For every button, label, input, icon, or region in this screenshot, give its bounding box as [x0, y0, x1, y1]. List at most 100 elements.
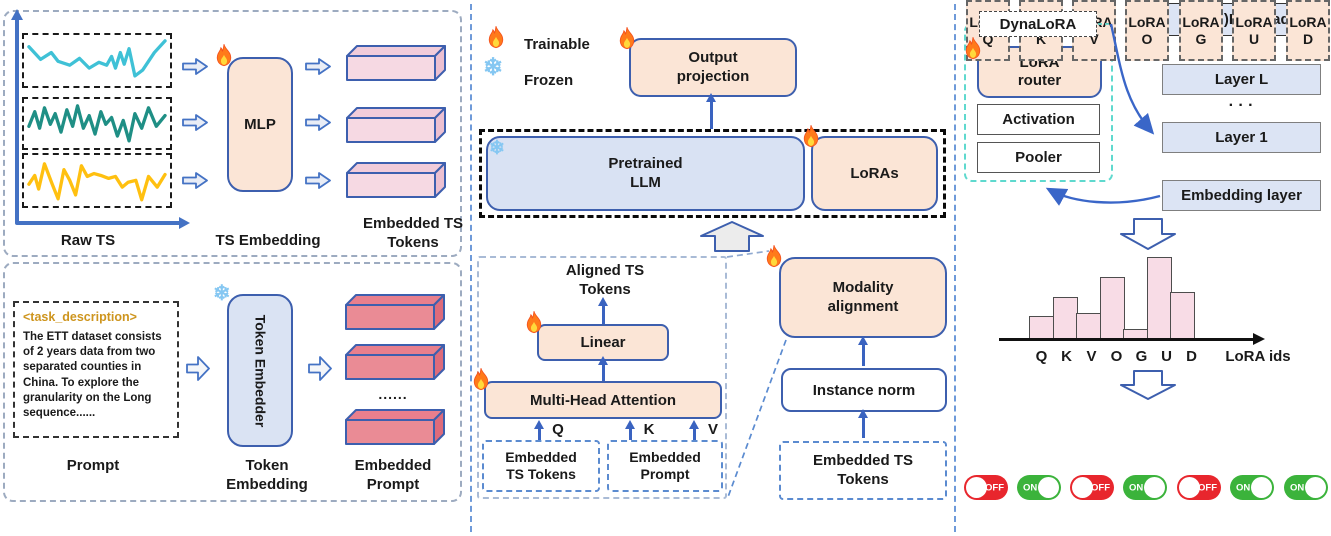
flow-arrow-icon — [182, 57, 208, 76]
lora-v-toggle[interactable]: OFF — [1070, 475, 1114, 500]
flow-arrow-icon — [305, 171, 331, 190]
pretrained-llm-block: Pretrained LLM — [486, 136, 805, 211]
lora-u-toggle[interactable]: ON — [1230, 475, 1274, 500]
k-label: K — [643, 421, 655, 438]
pooler-block: Pooler — [977, 142, 1100, 173]
layer-l-label: Layer L — [1214, 71, 1269, 88]
embedded-prompt-block — [344, 293, 448, 331]
instance-norm-label: Instance norm — [812, 381, 916, 399]
modality-alignment-block: Modality alignment — [779, 257, 947, 338]
instance-norm-block: Instance norm — [781, 368, 947, 412]
aligned-ts-tokens-label: Aligned TS Tokens — [565, 262, 645, 298]
trainable-fire-icon — [617, 26, 637, 50]
lora-d-toggle[interactable]: ON — [1284, 475, 1328, 500]
up-arrow — [857, 409, 868, 438]
mlp-label: MLP — [244, 116, 276, 133]
mlp-block: MLP — [227, 57, 293, 192]
histogram-category-label: V — [1086, 348, 1097, 365]
trainable-fire-icon — [471, 367, 491, 391]
pretrained-llm-label: Pretrained LLM — [608, 154, 683, 191]
trainable-fire-icon — [214, 43, 234, 67]
histogram-bar — [1099, 277, 1125, 339]
legend-trainable-label: Trainable — [524, 36, 590, 53]
legend-fire-icon — [486, 25, 506, 49]
loras-block: LoRAs — [811, 136, 938, 211]
ts-embedding-panel — [3, 10, 462, 257]
v-label: V — [707, 421, 718, 438]
ts-embedding-label: TS Embedding — [215, 232, 321, 249]
q-arrow — [533, 420, 544, 440]
multi-head-attention-block: Multi-Head Attention — [484, 381, 722, 419]
histogram-category-label: G — [1135, 348, 1148, 365]
embedding-layer-label: Embedding layer — [1181, 187, 1302, 204]
q-label: Q — [552, 421, 564, 438]
lora-ids-axis-label: LoRA ids — [1225, 348, 1291, 365]
task-description-box: <task_description> The ETT dataset consi… — [13, 301, 179, 438]
dynalora-title-box: DynaLoRA — [979, 11, 1097, 37]
trainable-fire-icon — [801, 124, 821, 148]
histogram-bar — [1029, 316, 1054, 339]
up-arrow — [857, 336, 868, 366]
legend-snowflake-icon: ❄ — [483, 54, 504, 81]
frozen-snowflake-icon: ❄ — [213, 282, 231, 305]
histogram-category-label: O — [1110, 348, 1123, 365]
lora-q-toggle[interactable]: OFF — [964, 475, 1008, 500]
k-arrow — [624, 420, 635, 440]
layer-l-block: Layer L — [1162, 64, 1321, 95]
activation-label: Activation — [1002, 111, 1075, 128]
lora-k-toggle[interactable]: ON — [1017, 475, 1061, 500]
flow-arrow-icon — [182, 171, 208, 190]
lora-o-toggle[interactable]: ON — [1123, 475, 1167, 500]
histogram-category-label: K — [1061, 348, 1072, 365]
ts-sample-box-2 — [22, 97, 172, 150]
flow-arrow-icon — [308, 355, 332, 382]
output-projection-label: Output projection — [676, 48, 750, 85]
modality-alignment-label: Modality alignment — [827, 278, 899, 315]
layer-1-label: Layer 1 — [1215, 129, 1268, 146]
ts-sparkline-teal — [27, 104, 167, 143]
trainable-fire-icon — [524, 310, 544, 334]
histogram-category-label: U — [1161, 348, 1172, 365]
token-embedding-panel — [3, 262, 462, 502]
layer-1-block: Layer 1 — [1162, 122, 1321, 153]
ts-sparkline-yellow — [27, 162, 167, 202]
activation-block: Activation — [977, 104, 1100, 135]
loras-label: LoRAs — [850, 165, 899, 182]
ts-sample-box-3 — [22, 153, 172, 208]
flow-arrow-icon — [305, 113, 331, 132]
up-arrow — [597, 297, 608, 325]
layers-ellipsis: · · · — [1228, 97, 1254, 114]
up-arrow — [705, 93, 716, 129]
linear-label: Linear — [580, 334, 626, 351]
big-up-arrow — [700, 221, 764, 252]
histogram-bar — [1076, 313, 1101, 339]
output-projection-block: Output projection — [629, 38, 797, 97]
token-embedding-label: Token Embedding — [226, 457, 308, 493]
flow-arrow-icon — [182, 113, 208, 132]
histogram-bar — [1170, 292, 1195, 339]
llm-lora-group-box — [479, 129, 946, 218]
lora-g-toggle[interactable]: OFF — [1177, 475, 1221, 500]
linear-block: Linear — [537, 324, 669, 361]
embedded-ts-tokens-label: Embedded TS Tokens — [363, 215, 464, 251]
histogram-bar — [1052, 297, 1078, 339]
ts-sample-box-1 — [22, 33, 172, 88]
histogram-category-label: D — [1186, 348, 1197, 365]
ts-sparkline-cyan — [27, 39, 167, 78]
down-arrow — [1120, 218, 1176, 250]
frozen-snowflake-icon: ❄ — [489, 138, 505, 159]
token-embedder-label: Token Embedder — [252, 314, 269, 427]
lora-histogram-axis — [999, 333, 1265, 345]
legend-frozen-label: Frozen — [524, 72, 574, 89]
trainable-fire-icon — [764, 244, 784, 268]
multi-head-attention-label: Multi-Head Attention — [529, 391, 677, 409]
token-embedder-block: Token Embedder — [227, 294, 293, 447]
histogram-category-label: Q — [1035, 348, 1048, 365]
raw-ts-x-axis — [15, 217, 190, 228]
down-arrow — [1120, 370, 1176, 400]
